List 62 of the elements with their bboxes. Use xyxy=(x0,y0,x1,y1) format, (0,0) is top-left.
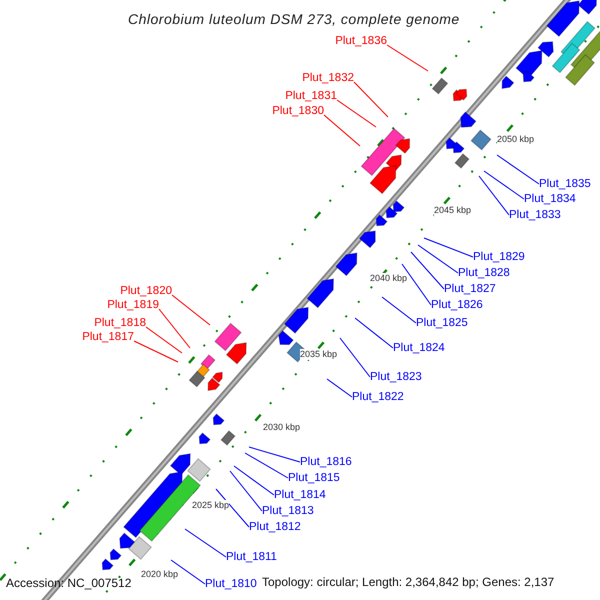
diagram-title: Chlorobium luteolum DSM 273, complete genome xyxy=(128,10,460,29)
leader-line xyxy=(424,238,474,258)
scale-label: 2050 kbp xyxy=(497,134,534,145)
gene-label: Plut_1829 xyxy=(473,250,525,264)
gene-label: Plut_1828 xyxy=(458,266,510,280)
leader-line xyxy=(478,176,510,216)
gene-label: Plut_1812 xyxy=(249,520,301,534)
gene-label: Plut_1815 xyxy=(288,471,340,485)
leader-line xyxy=(418,244,458,274)
leader-line xyxy=(382,296,416,324)
scale-label: 2040 kbp xyxy=(370,273,408,284)
leader-line xyxy=(244,452,288,478)
leader-line xyxy=(248,446,300,462)
gene-label: Plut_1823 xyxy=(370,370,422,384)
gene-label: Plut_1814 xyxy=(274,488,326,502)
leader-line xyxy=(354,82,388,118)
leader-line xyxy=(340,338,370,378)
leader-line xyxy=(216,488,250,528)
gene-label: Plut_1810 xyxy=(205,577,257,591)
footer-text: Topology: circular; Length: 2,364,842 bp; Genes: 2,137 xyxy=(262,574,554,590)
leader-line xyxy=(158,308,190,348)
gene-label: Plut_1817 xyxy=(82,330,134,344)
gene-label: Plut_1820 xyxy=(120,284,172,298)
leader-line xyxy=(184,528,226,558)
gene-label: Plut_1832 xyxy=(302,71,354,85)
leader-line xyxy=(234,466,274,496)
gene-label: Plut_1813 xyxy=(262,504,314,518)
leader-line xyxy=(172,294,210,326)
gene-label: Plut_1834 xyxy=(524,192,576,206)
scale-label: 2035 kbp xyxy=(300,349,338,360)
gene-label: Plut_1835 xyxy=(539,177,591,191)
leader-line xyxy=(354,318,394,348)
gene-label: Plut_1824 xyxy=(393,341,445,355)
gene-label: Plut_1818 xyxy=(94,316,146,330)
leader-line xyxy=(496,154,540,184)
leader-line xyxy=(484,170,524,200)
gene-label: Plut_1833 xyxy=(509,208,561,222)
scale-label: 2025 kbp xyxy=(192,500,230,511)
leader-line xyxy=(230,470,262,512)
gene-label: Plut_1826 xyxy=(431,298,483,312)
leader-line xyxy=(410,252,444,290)
gene-label: Plut_1831 xyxy=(285,89,337,103)
gene-label: Plut_1811 xyxy=(226,550,277,564)
gene-label: Plut_1822 xyxy=(352,390,404,404)
gene-label: Plut_1825 xyxy=(416,316,468,330)
scale-label: 2020 kbp xyxy=(141,569,178,580)
footer-text: Accession: NC_007512 xyxy=(6,575,132,591)
leader-line xyxy=(326,378,352,398)
leader-line xyxy=(146,326,182,354)
leader-line xyxy=(402,264,432,306)
gene-label: Plut_1816 xyxy=(300,455,352,469)
scale-label: 2045 kbp xyxy=(434,205,472,216)
gene-label: Plut_1836 xyxy=(335,34,387,48)
leader-line xyxy=(386,44,428,72)
leader-line xyxy=(336,100,376,128)
gene-label: Plut_1819 xyxy=(107,298,159,312)
leader-line xyxy=(134,340,178,362)
leader-line xyxy=(170,560,206,584)
leader-line xyxy=(324,114,360,146)
scale-label: 2030 kbp xyxy=(263,422,300,433)
gene-label: Plut_1827 xyxy=(444,282,496,296)
gene-label: Plut_1830 xyxy=(272,104,324,118)
